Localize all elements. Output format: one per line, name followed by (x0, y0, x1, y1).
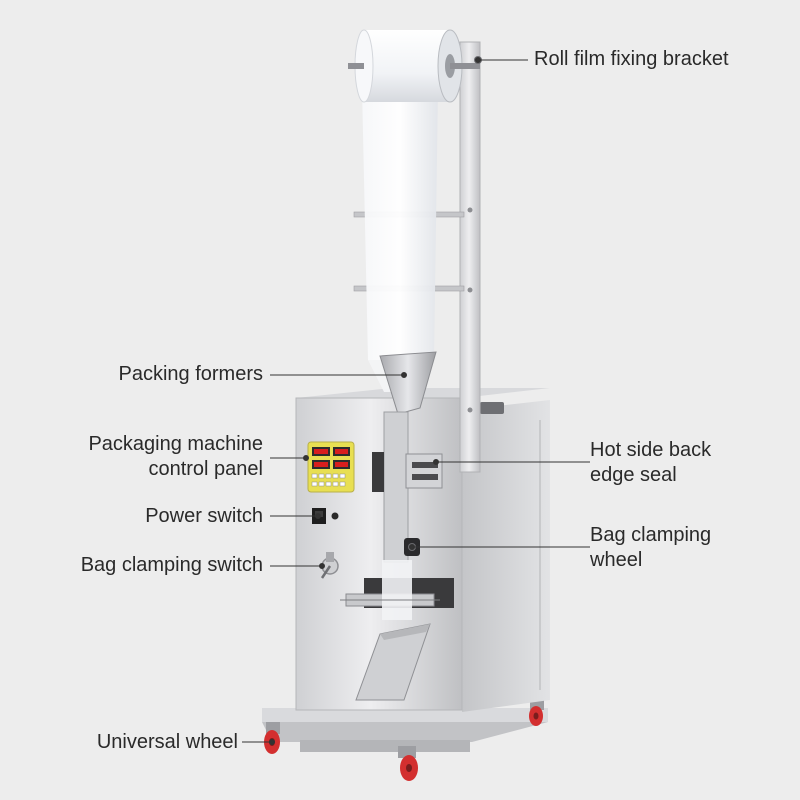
callout-packing-formers: Packing formers (118, 363, 264, 385)
base-platform (262, 708, 548, 752)
callout-power-switch: Power switch (145, 505, 263, 527)
discharge-chute (355, 623, 431, 701)
callout-hot-side-seal-line2: edge seal (590, 464, 677, 486)
bag-clamping-switch (320, 552, 339, 579)
support-column (459, 41, 481, 473)
callout-bag-clamping-wheel-line2: wheel (590, 549, 643, 571)
packing-former (372, 351, 437, 563)
hot-side-seal (405, 453, 443, 489)
universal-wheel-front-left (264, 722, 280, 754)
callout-roll-film-bracket: Roll film fixing bracket (534, 48, 729, 70)
callout-bag-clamping-wheel: Bag clamping wheel (590, 523, 711, 573)
universal-wheel-front-right (398, 746, 418, 781)
universal-wheel-back-right (529, 700, 544, 726)
callout-control-panel-line1: Packaging machine (88, 433, 263, 455)
horizontal-sealer (340, 560, 454, 620)
control-panel (307, 441, 355, 493)
leader-lines (242, 57, 590, 745)
film-sheet (362, 88, 438, 392)
cabinet (295, 388, 550, 712)
callout-universal-wheel: Universal wheel (96, 731, 238, 753)
callout-control-panel-line2: control panel (148, 458, 263, 480)
roll-film (348, 29, 482, 103)
callout-control-panel: Packaging machine control panel (88, 432, 263, 482)
callout-hot-side-seal-line1: Hot side back (590, 439, 712, 461)
callout-hot-side-seal: Hot side back edge seal (590, 438, 711, 488)
callout-bag-clamping-switch: Bag clamping switch (80, 554, 263, 576)
callout-bag-clamping-wheel-line1: Bag clamping (590, 524, 712, 546)
